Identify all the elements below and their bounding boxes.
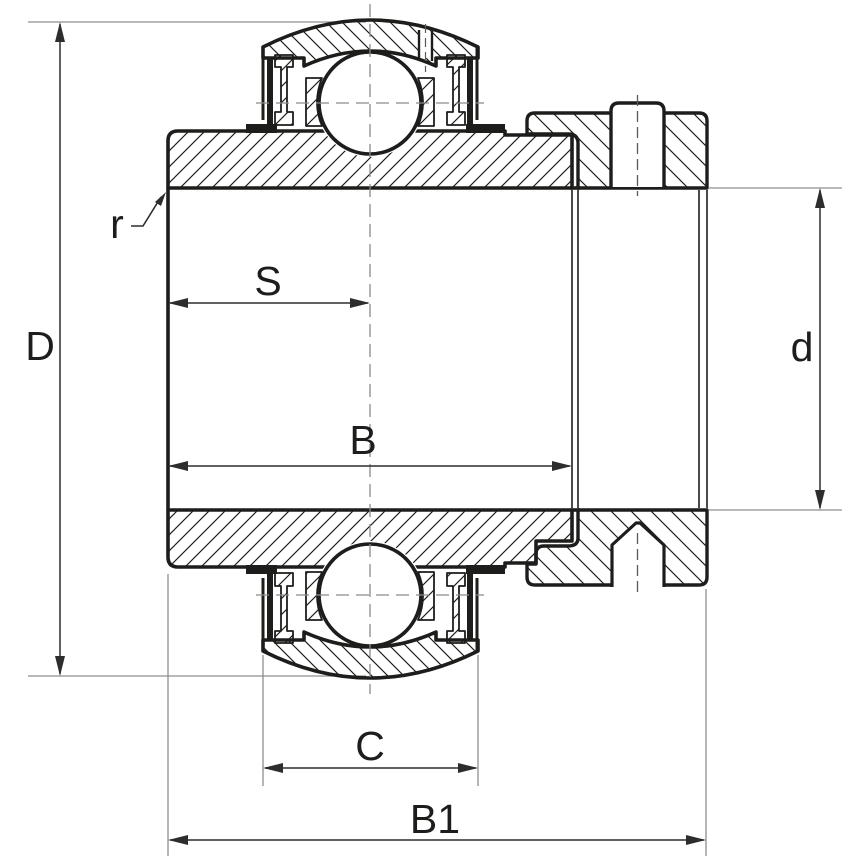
arrow-B-right (552, 461, 572, 471)
label-outer-ring-width: C (355, 723, 385, 769)
flinger-foot-top-right (466, 124, 505, 133)
flinger-foot-bottom-right (466, 565, 505, 574)
r-leader-line (131, 196, 162, 227)
seal-assemblies (246, 54, 505, 644)
label-total-width: B1 (410, 796, 460, 842)
seal-lip-bottom-left (267, 573, 273, 640)
cage-top-left (305, 77, 323, 127)
label-outer-diameter: D (25, 323, 55, 369)
inner-ring-bottom-band (166, 508, 574, 569)
slinger-top-right (446, 54, 466, 126)
seal-lip-top-right (467, 58, 473, 125)
cage-top-right (417, 77, 435, 127)
inner-ring-section (166, 129, 708, 569)
arrow-C-left (263, 763, 283, 773)
arrow-B-left (168, 461, 188, 471)
arrow-S-right (350, 298, 370, 308)
eccentric-collar-bottom (525, 508, 709, 587)
screw-hole-drill-point (610, 521, 666, 587)
label-inner-ring-width: B (349, 417, 376, 463)
cage-bottom-left (305, 571, 323, 621)
arrow-D-up (55, 22, 65, 42)
label-fillet-radius: r (110, 201, 124, 247)
arrow-B1-right (686, 835, 706, 845)
cage-bottom-right (417, 571, 435, 621)
arrow-d-down (815, 490, 825, 510)
centerlines (256, 4, 639, 694)
inner-ring-top-band (166, 129, 574, 190)
arrow-B1-left (168, 835, 188, 845)
arrow-C-right (458, 763, 478, 773)
extension-lines (28, 21, 842, 856)
slinger-top-left (274, 54, 294, 126)
flinger-foot-bottom-left (246, 565, 277, 574)
arrow-D-down (55, 656, 65, 676)
label-bore-diameter: d (791, 324, 814, 370)
cage-segments (305, 77, 435, 621)
dimensions: D d S B C B1 r (25, 22, 825, 845)
label-center-offset: S (254, 258, 281, 304)
arrow-d-up (815, 188, 825, 208)
seal-lip-bottom-right (467, 573, 473, 640)
seal-lip-top-left (267, 58, 273, 125)
flinger-foot-top-left (246, 124, 277, 133)
slinger-bottom-left (274, 572, 294, 644)
arrow-S-left (168, 298, 188, 308)
slinger-bottom-right (446, 572, 466, 644)
